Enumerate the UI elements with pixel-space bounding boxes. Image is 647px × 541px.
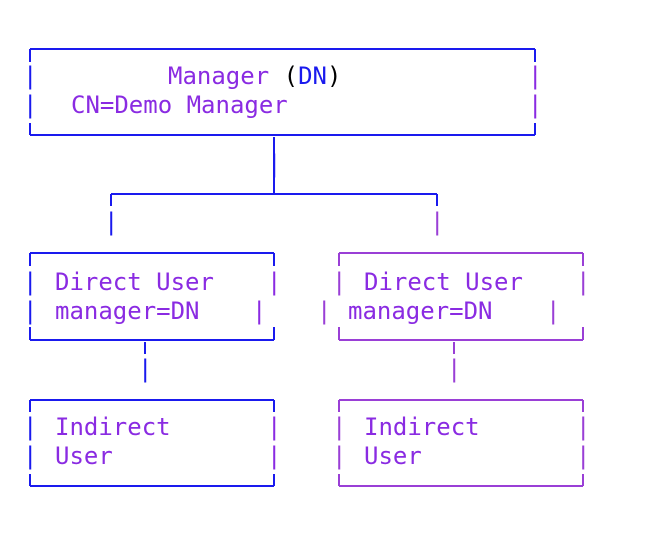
indirect-right-left-bar: |	[332, 413, 347, 441]
indirect-left-right-bar: |	[267, 413, 282, 441]
direct-right-left-bar: |	[332, 268, 347, 296]
manager-right-bar-2: |	[528, 91, 543, 119]
parent-bar-right: |	[430, 208, 445, 236]
manager-title: Manager	[168, 62, 270, 90]
child-bar-left: |	[138, 355, 153, 383]
indirect-left-line2: User	[55, 442, 113, 470]
direct-left-left-bar: |	[23, 268, 38, 296]
indirect-right-right-bar-2: |	[576, 442, 591, 470]
manager-left-bar: |	[23, 62, 38, 90]
direct-right-left-bar-2: |	[317, 297, 332, 325]
child-bar-right: |	[447, 355, 462, 383]
manager-dn: DN	[298, 62, 327, 90]
manager-title-line: Manager (DN)	[168, 62, 341, 91]
indirect-right-right-bar: |	[576, 413, 591, 441]
manager-box	[29, 48, 536, 136]
direct-user-right-box	[338, 252, 584, 341]
direct-right-attr: manager=DN	[348, 297, 493, 325]
direct-left-left-bar-2: |	[23, 297, 38, 325]
manager-right-bar: |	[528, 62, 543, 90]
indirect-left-line1: Indirect	[55, 413, 171, 441]
direct-right-title: Direct User	[364, 268, 523, 296]
direct-right-right-bar-2: |	[546, 297, 561, 325]
indirect-right-line2: User	[364, 442, 422, 470]
direct-user-left-box	[29, 252, 275, 341]
indirect-user-left-box	[29, 399, 275, 487]
manager-paren-close: )	[326, 62, 342, 90]
direct-left-right-bar: |	[267, 268, 282, 296]
indirect-user-right-box	[338, 399, 584, 487]
parent-bar-center: |	[267, 150, 282, 178]
tree-connector	[110, 137, 438, 206]
parent-bar-left: |	[104, 208, 119, 236]
indirect-left-right-bar-2: |	[267, 442, 282, 470]
direct-left-right-bar-2: |	[252, 297, 267, 325]
direct-left-attr: manager=DN	[55, 297, 200, 325]
indirect-left-left-bar-2: |	[23, 442, 38, 470]
direct-left-title: Direct User	[55, 268, 214, 296]
manager-left-bar-2: |	[23, 91, 38, 119]
indirect-left-left-bar: |	[23, 413, 38, 441]
manager-cn: CN=Demo Manager	[71, 91, 288, 119]
direct-right-right-bar: |	[576, 268, 591, 296]
manager-paren-open: (	[283, 62, 299, 90]
indirect-right-left-bar-2: |	[332, 442, 347, 470]
indirect-right-line1: Indirect	[364, 413, 480, 441]
